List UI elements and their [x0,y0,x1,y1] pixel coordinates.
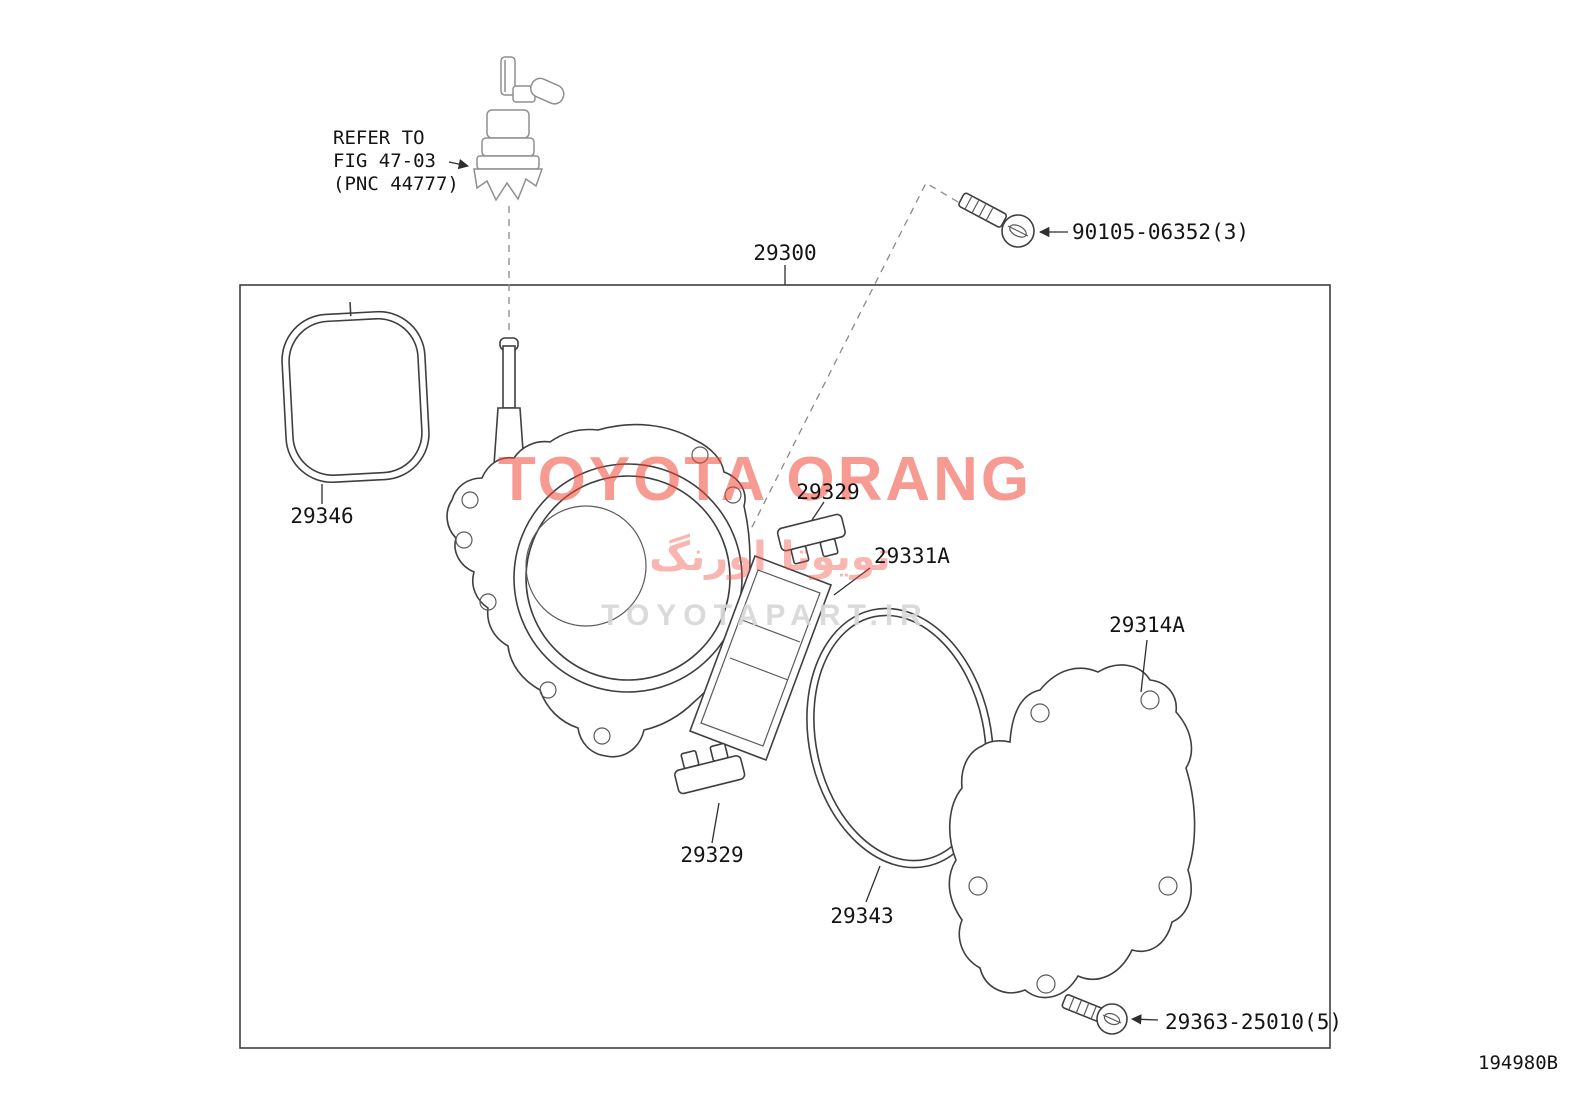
label-refer-line2: FIG 47-03 [333,150,436,172]
label-refer-line1: REFER TO [333,127,425,149]
connector-29329-top [776,513,846,565]
label-29329-top: 29329 [796,480,859,504]
leader-line-29314a [1140,639,1148,693]
label-29300: 29300 [753,241,816,265]
watermark-site: TOYOTAPART.IR [601,599,929,632]
leader-line-bolt-bottom [1130,1014,1159,1025]
bolt-90105-icon [958,192,1035,248]
oring-29343 [806,607,994,869]
watermark-persian: تویوتا اورنگ [649,533,891,580]
connector-29329-bottom [674,742,746,795]
leader-line-29329-bottom [711,802,720,844]
diagram-code: 194980B [1478,1052,1558,1074]
gasket-29346 [281,302,430,484]
watermark-title: TOYOTA ORANG [498,445,1032,514]
leader-line-refer-note [448,158,470,170]
label-90105-06352: 90105-06352(3) [1072,220,1249,244]
rear-cover-29314a [948,664,1196,999]
label-29363-25010: 29363-25010(5) [1165,1010,1342,1034]
bolt-29363-icon [1061,994,1128,1035]
leader-line-29329-top [811,501,825,521]
label-29329-bottom: 29329 [680,843,743,867]
valve-body-29331a [688,554,833,762]
vacuum-pump-body [446,337,751,758]
leader-line-29331a [833,567,871,596]
label-29346: 29346 [290,504,353,528]
leader-line-29343 [865,865,881,903]
label-29343: 29343 [830,904,893,928]
label-refer-line3: (PNC 44777) [333,173,459,195]
label-29331a: 29331A [874,544,950,568]
label-29314a: 29314A [1109,613,1185,637]
check-valve-44777-icon [473,56,565,202]
